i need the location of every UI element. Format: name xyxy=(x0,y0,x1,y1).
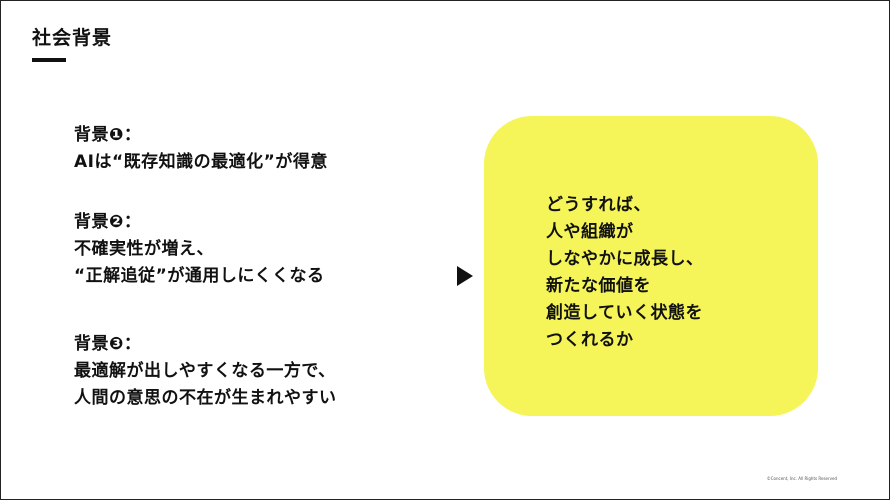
background-text: AIは“既存知識の最適化”が得意 xyxy=(74,152,328,172)
background-label: 背景❷： xyxy=(74,212,142,232)
title-underline xyxy=(32,58,66,62)
result-text: どうすれば、 人や組織が しなやかに成長し、 新たな価値を 創造していく状態を … xyxy=(546,192,704,354)
background-text: 人間の意思の不在が生まれやすい xyxy=(74,388,337,408)
background-label: 背景❸： xyxy=(74,334,142,354)
background-label: 背景❶： xyxy=(74,125,142,145)
background-text: 最適解が出しやすくなる一方で、 xyxy=(74,361,336,381)
background-item-2: 背景❷： 不確実性が増え、 “正解追従”が通用しにくくなる xyxy=(74,209,325,290)
page-title: 社会背景 xyxy=(32,27,113,49)
background-text: “正解追従”が通用しにくくなる xyxy=(74,266,325,286)
background-text: 不確実性が増え、 xyxy=(74,239,214,259)
result-line: 創造していく状態を xyxy=(546,303,703,323)
result-line: どうすれば、 xyxy=(546,195,651,215)
result-line: つくれるか xyxy=(546,330,634,350)
result-box: どうすれば、 人や組織が しなやかに成長し、 新たな価値を 創造していく状態を … xyxy=(484,116,818,416)
right-arrow-icon xyxy=(457,266,473,286)
copyright-notice: ©Concent, Inc. All Rights Reserved xyxy=(766,476,837,481)
background-item-3: 背景❸： 最適解が出しやすくなる一方で、 人間の意思の不在が生まれやすい xyxy=(74,331,337,412)
result-line: 新たな価値を xyxy=(546,276,651,296)
result-line: しなやかに成長し、 xyxy=(546,249,704,269)
background-item-1: 背景❶： AIは“既存知識の最適化”が得意 xyxy=(74,122,328,176)
result-line: 人や組織が xyxy=(546,222,634,242)
